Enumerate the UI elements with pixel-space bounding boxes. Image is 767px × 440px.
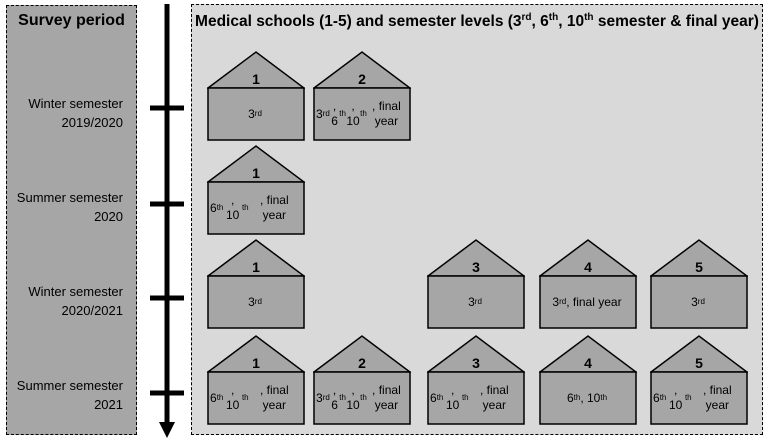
survey-period-panel: Survey period Winter semester 2019/2020 … (6, 5, 137, 435)
period-label-4: Summer semester 2021 (16, 378, 123, 412)
house-body (427, 371, 525, 425)
school-number: 4 (584, 355, 592, 371)
timeline-arrowhead (159, 422, 175, 438)
house-body (207, 181, 305, 235)
house-body (313, 87, 411, 141)
house-shape (650, 239, 748, 329)
school-number: 1 (252, 71, 260, 87)
house-shape (313, 335, 411, 425)
house-shape (207, 51, 305, 141)
school-number: 5 (695, 259, 703, 275)
house-body (539, 371, 637, 425)
house-body (207, 275, 305, 329)
house-body (650, 371, 748, 425)
house-shape (427, 239, 525, 329)
house-shape (313, 51, 411, 141)
school-number: 1 (252, 165, 260, 181)
school-number: 3 (472, 355, 480, 371)
house-body (207, 87, 305, 141)
house-body (207, 371, 305, 425)
school-number: 4 (584, 259, 592, 275)
period-label-1: Winter semester 2019/2020 (28, 96, 123, 130)
house-shape (207, 335, 305, 425)
house-shape (207, 239, 305, 329)
period-label-2: Summer semester 2020 (16, 190, 123, 224)
school-number: 1 (252, 355, 260, 371)
schools-panel: Medical schools (1-5) and semester level… (191, 4, 763, 435)
house-body (313, 371, 411, 425)
school-number: 3 (472, 259, 480, 275)
house-shape (207, 145, 305, 235)
house-shape (650, 335, 748, 425)
schools-panel-title: Medical schools (1-5) and semester level… (195, 12, 759, 31)
school-number: 2 (358, 355, 366, 371)
house-shape (539, 239, 637, 329)
survey-period-title: Survey period (18, 12, 125, 29)
house-body (650, 275, 748, 329)
house-shape (539, 335, 637, 425)
school-number: 5 (695, 355, 703, 371)
school-number: 1 (252, 259, 260, 275)
house-body (427, 275, 525, 329)
house-body (539, 275, 637, 329)
period-label-3: Winter semester 2020/2021 (28, 284, 123, 318)
house-shape (427, 335, 525, 425)
school-number: 2 (358, 71, 366, 87)
timeline-arrow (150, 4, 184, 438)
